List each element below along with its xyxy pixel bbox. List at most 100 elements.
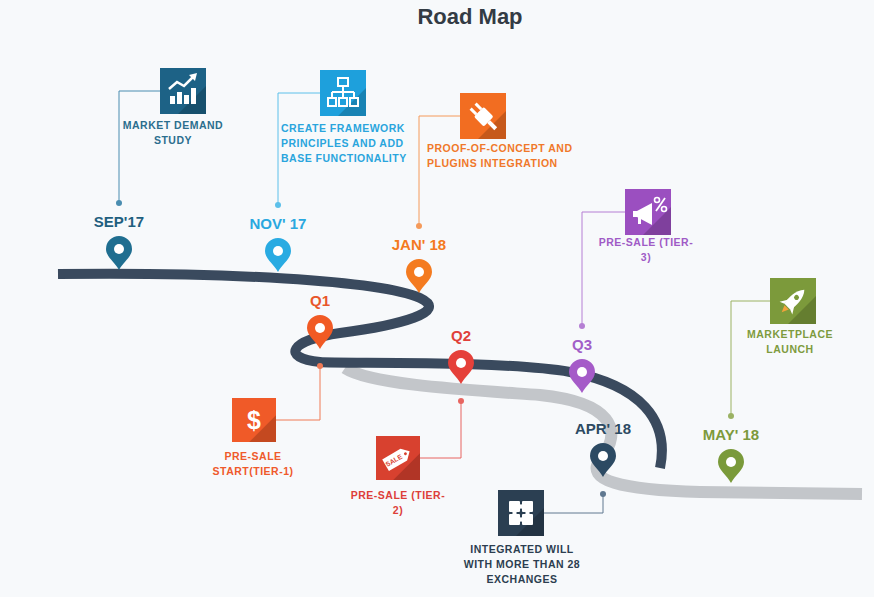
milestone-card: PRE-SALE (TIER-3) bbox=[598, 189, 694, 265]
puzzle-piece bbox=[509, 501, 520, 512]
plug-symbol bbox=[468, 101, 501, 134]
leader-line bbox=[731, 301, 770, 416]
pin-hole bbox=[414, 267, 424, 277]
date-label: SEP'17 bbox=[79, 213, 159, 231]
icon-svg bbox=[160, 68, 206, 114]
milestone-text: MARKETPLACE LAUNCH bbox=[735, 327, 845, 357]
pin-shape bbox=[106, 236, 132, 270]
icon-square bbox=[460, 93, 506, 139]
puzzle-knob bbox=[519, 517, 523, 521]
gray-road bbox=[345, 368, 862, 494]
milestone-card: PROOF-OF-CONCEPT AND PLUGINS INTEGRATION bbox=[427, 93, 622, 171]
icon-glyph: $ bbox=[232, 398, 276, 442]
milestone-icon: $ bbox=[232, 398, 276, 442]
pin-hole bbox=[726, 457, 736, 467]
rocket-fins bbox=[780, 296, 798, 314]
leader-dot bbox=[579, 323, 585, 329]
milestone-icon bbox=[770, 278, 816, 324]
milestone-icon bbox=[460, 93, 506, 139]
chart-bar bbox=[184, 95, 189, 104]
icon-svg bbox=[320, 70, 366, 116]
icon-glyph bbox=[320, 70, 366, 116]
pin-hole bbox=[598, 451, 608, 461]
icon-svg bbox=[460, 93, 506, 139]
icon-shadow bbox=[516, 508, 544, 536]
pin-shape bbox=[590, 443, 616, 477]
leader-line bbox=[119, 91, 160, 203]
icon-glyph bbox=[498, 490, 544, 536]
puzzle-knob bbox=[512, 511, 516, 515]
rocket-window bbox=[793, 294, 800, 301]
leader-dot bbox=[458, 398, 464, 404]
milestone-pin: SEP'17 bbox=[79, 203, 159, 287]
milestone-pin: Q2 bbox=[421, 317, 501, 401]
date-label: NOV' 17 bbox=[238, 215, 318, 233]
icon-svg bbox=[625, 189, 671, 235]
rocket-flame bbox=[780, 305, 789, 314]
plug-prong bbox=[470, 108, 478, 116]
pin-hole bbox=[456, 358, 466, 368]
icon-square bbox=[160, 68, 206, 114]
milestone-card: MARKET DEMAND STUDY bbox=[113, 68, 233, 148]
leader-dot bbox=[275, 202, 281, 208]
date-label: MAY' 18 bbox=[691, 426, 771, 444]
pin-shape bbox=[265, 238, 291, 272]
milestone-text: PRE-SALE (TIER-2) bbox=[350, 488, 446, 518]
icon-square bbox=[770, 278, 816, 324]
milestone-text: INTEGRATED WILL WITH MORE THAN 28 EXCHAN… bbox=[457, 542, 587, 587]
icon-square bbox=[376, 436, 420, 480]
milestone-text: PROOF-OF-CONCEPT AND PLUGINS INTEGRATION bbox=[427, 141, 622, 171]
chart-line bbox=[169, 77, 193, 89]
pin-hole bbox=[114, 244, 124, 254]
megaphone-cone bbox=[637, 203, 652, 225]
date-label: APR' 18 bbox=[563, 420, 643, 438]
puzzle-knob bbox=[519, 504, 523, 508]
milestone-text: PRE-SALE (TIER-3) bbox=[598, 235, 694, 265]
pin-marker bbox=[421, 349, 501, 385]
icon-svg bbox=[498, 490, 544, 536]
pin-marker bbox=[542, 358, 622, 394]
tree-box bbox=[338, 78, 348, 86]
milestone-pin: Q1 bbox=[280, 282, 360, 366]
chart-bar bbox=[177, 92, 182, 104]
puzzle-knob bbox=[525, 511, 529, 515]
milestone-card: SALE PRE-SALE (TIER-2) bbox=[350, 436, 446, 518]
pin-marker bbox=[280, 314, 360, 350]
leader-line bbox=[419, 116, 460, 226]
dollar-sign: $ bbox=[247, 406, 261, 434]
chart-bar bbox=[170, 96, 175, 104]
pin-marker bbox=[691, 448, 771, 484]
milestone-pin: MAY' 18 bbox=[691, 416, 771, 500]
leader-dot bbox=[600, 491, 606, 497]
pin-marker bbox=[379, 258, 459, 294]
rocket-symbol bbox=[775, 283, 810, 318]
icon-svg bbox=[770, 278, 816, 324]
pin-hole bbox=[315, 323, 325, 333]
pin-marker bbox=[563, 442, 643, 478]
pin-shape bbox=[718, 449, 744, 483]
sale-tag: SALE bbox=[382, 446, 413, 471]
puzzle-piece bbox=[522, 501, 533, 512]
milestone-card: INTEGRATED WILL WITH MORE THAN 28 EXCHAN… bbox=[457, 490, 587, 587]
icon-square bbox=[320, 70, 366, 116]
milestone-icon bbox=[625, 189, 671, 235]
chart-bar bbox=[191, 88, 196, 104]
pin-shape bbox=[307, 315, 333, 349]
milestone-card: CREATE FRAMEWORK PRINCIPLES AND ADD BASE… bbox=[281, 70, 421, 166]
icon-glyph: SALE bbox=[376, 436, 420, 480]
puzzle-piece bbox=[522, 514, 533, 525]
tree-box bbox=[339, 98, 347, 106]
icon-square bbox=[498, 490, 544, 536]
milestone-text: CREATE FRAMEWORK PRINCIPLES AND ADD BASE… bbox=[281, 121, 421, 166]
date-label: Q3 bbox=[542, 336, 622, 354]
milestone-icon bbox=[160, 68, 206, 114]
plug-prong bbox=[475, 103, 483, 111]
leader-line bbox=[276, 366, 320, 420]
icon-svg: $ bbox=[232, 398, 276, 442]
icon-glyph bbox=[625, 189, 671, 235]
milestone-pin: JAN' 18 bbox=[379, 226, 459, 310]
tree-box bbox=[328, 98, 336, 106]
tree-box bbox=[350, 98, 358, 106]
